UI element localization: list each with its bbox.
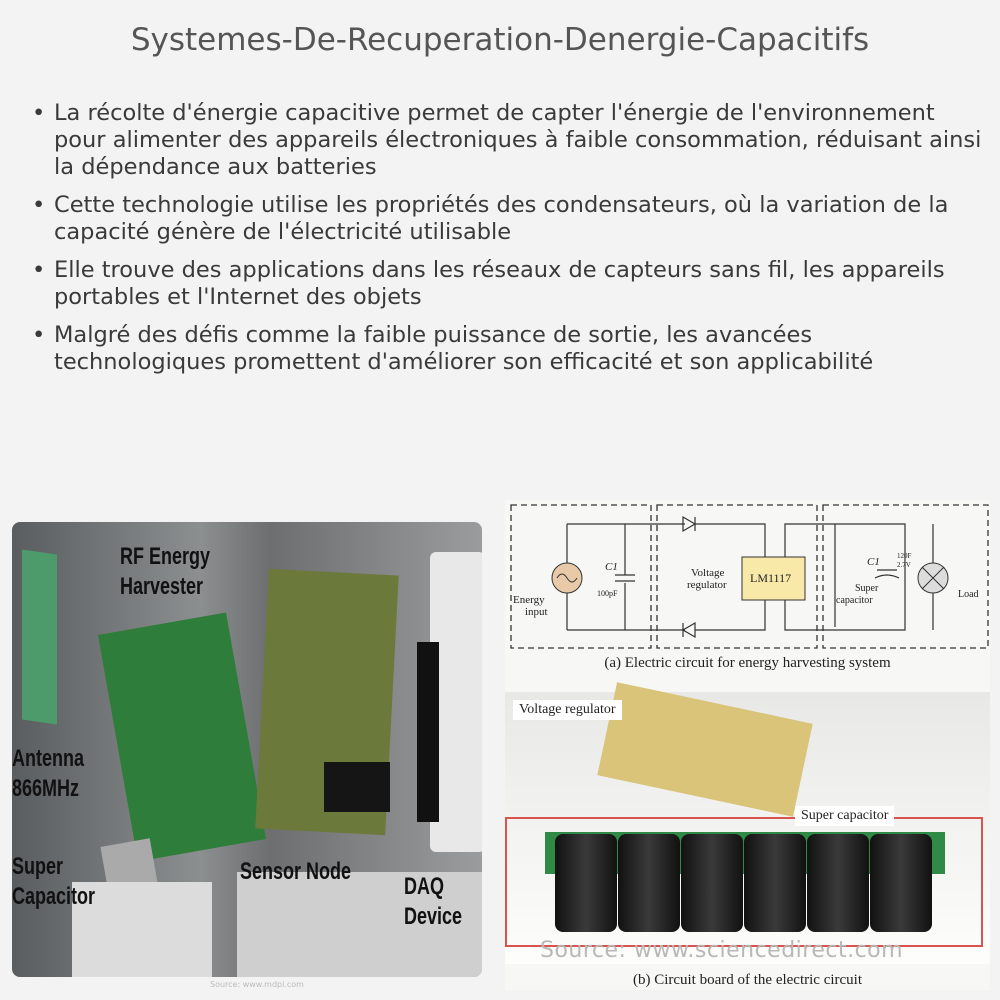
source-credit: Source: www.sciencedirect.com	[540, 938, 904, 963]
circuit-diagram: C1 100pF Energy input Voltage regulator …	[510, 504, 989, 649]
bullet-item: • Elle trouve des applications dans les r…	[32, 257, 982, 311]
supercapacitor	[555, 834, 617, 932]
table-surface	[237, 872, 482, 977]
supercapacitor	[744, 834, 806, 932]
rf-harvester-board	[98, 612, 266, 862]
circuit-board-photo: Voltage regulator Super capacitor	[505, 682, 990, 964]
daq-connector	[417, 642, 439, 822]
label-antenna: Antenna 866MHz	[12, 745, 84, 802]
bullet-text: Malgré des défis comme la faible puissan…	[54, 322, 874, 375]
bullet-icon: •	[32, 257, 46, 283]
supercap-label-1: Super	[855, 583, 879, 594]
bullet-list: • La récolte d'énergie capacitive permet …	[32, 100, 982, 387]
c1-label: C1	[605, 561, 618, 573]
bullet-item: • La récolte d'énergie capacitive permet …	[32, 100, 982, 181]
supercapacitor	[807, 834, 869, 932]
supercap-box-outline	[505, 817, 983, 947]
bullet-icon: •	[32, 322, 46, 348]
regulator-chip	[741, 556, 806, 601]
regulator-label-1: Voltage	[691, 567, 725, 579]
supercap-value-2: 2.7V	[897, 561, 911, 569]
c1-value: 100pF	[597, 589, 618, 598]
antenna-board	[22, 549, 57, 725]
supercapacitor	[681, 834, 743, 932]
supercapacitor	[618, 834, 680, 932]
battery-holder	[324, 762, 390, 812]
regulator-label-2: regulator	[687, 579, 727, 591]
bullet-item: • Cette technologie utilise les propriété…	[32, 192, 982, 246]
regulator-perfboard	[597, 682, 813, 817]
bullet-text: Cette technologie utilise les propriétés…	[54, 192, 949, 245]
energy-source-icon	[551, 562, 583, 594]
breadboard	[72, 882, 212, 977]
load-label: Load	[958, 589, 979, 600]
super-capacitor-annotation: Super capacitor	[795, 806, 895, 826]
supercap-label-2: capacitor	[836, 595, 873, 606]
energy-input-label-2: input	[525, 606, 548, 618]
photo-source: Source: www.mdpi.com	[210, 980, 304, 989]
circuit-panel: C1 100pF Energy input Voltage regulator …	[505, 500, 990, 990]
page-title: Systemes-De-Recuperation-Denergie-Capaci…	[130, 22, 870, 58]
regulator-chip-label: LM1117	[750, 571, 791, 585]
load-lamp-icon	[917, 562, 949, 594]
bullet-icon: •	[32, 100, 46, 126]
caption-b: (b) Circuit board of the electric circui…	[632, 972, 863, 988]
bullet-text: Elle trouve des applications dans les ré…	[54, 257, 945, 310]
label-sensor-node: Sensor Node	[240, 858, 352, 885]
hardware-photo: RF Energy Harvester Antenna 866MHz Super…	[12, 522, 482, 977]
bullet-icon: •	[32, 192, 46, 218]
supercapacitor	[870, 834, 932, 932]
voltage-regulator-annotation: Voltage regulator	[513, 700, 622, 720]
label-daq-device: DAQ Device	[404, 873, 463, 930]
bullet-item: • Malgré des défis comme la faible puissa…	[32, 322, 982, 376]
label-super-capacitor: Super Capacitor	[12, 853, 96, 910]
supercap-c-label: C1	[867, 556, 880, 568]
bullet-text: La récolte d'énergie capacitive permet d…	[54, 100, 982, 180]
energy-input-label-1: Energy	[513, 594, 545, 606]
caption-a: (a) Electric circuit for energy harvesti…	[604, 655, 891, 671]
supercap-value-1: 120F	[897, 552, 912, 560]
label-rf-energy-harvester: RF Energy Harvester	[120, 543, 211, 600]
